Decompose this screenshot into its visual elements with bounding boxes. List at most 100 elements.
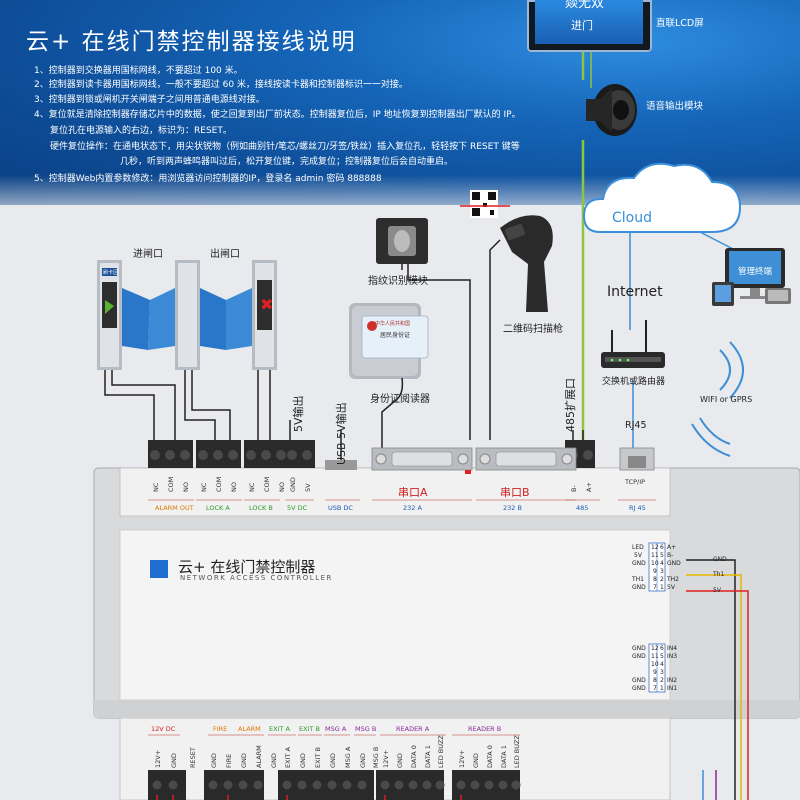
gate-wings [122, 288, 252, 350]
top-terminal-label: NC [248, 482, 256, 492]
bottom-terminal-label: GND [270, 753, 278, 768]
pin-number: 12 [651, 645, 659, 652]
lcd-text: 进门 [571, 19, 593, 32]
pin-number: 4 [660, 661, 664, 668]
page-title: 云+ 在线门禁控制器接线说明 [26, 29, 357, 55]
pin-number: 4 [660, 560, 664, 567]
lcd-screen: 燚无双 进门 [527, 0, 652, 52]
top-terminal-label: COM [167, 476, 175, 492]
group-alarm-out: ALARM OUT [155, 504, 194, 512]
bottom-terminal-label: MSG A [344, 746, 352, 768]
wifi-icon [691, 341, 744, 457]
group-lock-a: LOCK A [206, 504, 230, 512]
note-4: 4、复位就是清除控制器存储芯片中的数据，使之回复到出厂前状态。控制器复位后，IP… [34, 110, 521, 120]
pin-number: 11 [651, 552, 659, 559]
pin-left-label: LED [632, 544, 644, 551]
pin-number: 6 [660, 544, 664, 551]
bottom-terminal-blocks [148, 770, 520, 800]
id-card-title: 中华人民共和国 [375, 321, 411, 327]
rj45-port [619, 447, 655, 471]
pin-left-label: GND [632, 645, 646, 652]
rj45-label: RJ45 [625, 420, 647, 431]
pin-left-label: GND [632, 560, 646, 567]
bottom-terminal-label: GND [472, 753, 480, 768]
gate-in-label: 进闸口 [133, 249, 163, 260]
pin-number: 3 [660, 669, 664, 676]
bottom-terminal-label: GND [396, 753, 404, 768]
pin-right-label: 5V [667, 584, 675, 591]
group-lock-b: LOCK B [249, 504, 273, 512]
gate-entry-panel [97, 260, 122, 370]
serial-port-a [371, 447, 473, 471]
top-terminal-label: COM [263, 476, 271, 492]
management-terminal-icon [712, 248, 791, 306]
router-icon [601, 320, 665, 368]
bottom-terminal-label: RESET [189, 747, 197, 768]
group-fire: FIRE [213, 725, 228, 733]
bottom-terminal-label: MSG B [372, 746, 380, 768]
controller-brand: 云+ 在线门禁控制器 [178, 558, 316, 576]
pin-left-label: 5V [634, 552, 642, 559]
lcd-label: 直联LCD屏 [656, 18, 704, 29]
pin-number: 8 [653, 677, 657, 684]
pin-right-label: IN2 [667, 677, 678, 684]
serial-port-b [475, 447, 577, 471]
group-232-b: 232 B [503, 504, 522, 512]
group-usb-dc: USB DC [328, 504, 353, 512]
note-3: 3、控制器到锁或闸机开关闸端子之间用普通电源线对接。 [34, 95, 265, 105]
group-5v-dc: 5V DC [287, 504, 308, 512]
bottom-terminal-label: FIRE [225, 753, 233, 768]
out-5v-label: 5V输出 [292, 395, 305, 432]
bottom-terminal-label: 12V+ [382, 749, 390, 768]
note-4-reset-op-2: 几秒，听到两声蜂鸣器叫过后，松开复位键，完成复位；控制器复位后会自动重启。 [120, 157, 454, 167]
ext485-label: 485扩展口 [564, 378, 577, 432]
top-terminal-label: NO [230, 482, 238, 492]
bottom-terminal-label: 12V+ [154, 749, 162, 768]
pin-right-label: IN3 [667, 653, 678, 660]
usb-port [325, 460, 357, 470]
pin-left-label: GND [632, 677, 646, 684]
note-4-reset-hole: 复位孔在电源输入的右边，标识为：RESET。 [50, 126, 232, 136]
top-terminal-label: B- [570, 485, 578, 492]
pin-number: 12 [651, 544, 659, 551]
pin-number: 10 [651, 560, 659, 567]
top-terminal-label: NC [152, 482, 160, 492]
right-pin-connector-bottom [648, 643, 666, 693]
wifi-label: WIFI or GPRS [700, 395, 753, 404]
pin-number: 5 [660, 653, 664, 660]
pin-number: 3 [660, 568, 664, 575]
pin-left-label: GND [632, 584, 646, 591]
pin-right-label: IN1 [667, 685, 678, 692]
group-reader-b: READER B [468, 725, 502, 733]
group-rj45: RJ 45 [629, 504, 646, 512]
bottom-terminal-label: DATA 0 [486, 745, 494, 768]
pin-number: 6 [660, 645, 664, 652]
bottom-terminal-label: DATA 1 [424, 745, 432, 768]
group-exit-a: EXIT A [269, 725, 290, 733]
pin-number: 1 [660, 685, 664, 692]
id-card-reader-icon [349, 303, 429, 379]
bottom-terminal-label: DATA 0 [410, 745, 418, 768]
pin-number: 9 [653, 669, 657, 676]
qr-code-icon [460, 190, 510, 218]
gate-exit-panel: ✖ [252, 260, 277, 370]
pin-number: 11 [651, 653, 659, 660]
bottom-terminal-label: GND [170, 753, 178, 768]
side-wire-5v: 5V [713, 587, 721, 594]
pin-number: 8 [653, 576, 657, 583]
bottom-terminal-label: LED BUZZ [513, 735, 521, 768]
pin-left-label: TH1 [632, 576, 644, 583]
pin-left-label: GND [632, 685, 646, 692]
pin-right-label: B- [667, 552, 674, 559]
port-b-cn: 串口B [500, 486, 530, 499]
top-terminal-label: NC [200, 482, 208, 492]
cloud-icon [582, 162, 742, 233]
top-terminal-label: GND [289, 477, 297, 492]
fingerprint-module-icon [376, 218, 428, 264]
port-a-cn: 串口A [398, 486, 428, 499]
router-label: 交换机或路由器 [602, 377, 666, 387]
pin-left-label: GND [632, 653, 646, 660]
fingerprint-label: 指纹识别模块 [368, 276, 428, 287]
